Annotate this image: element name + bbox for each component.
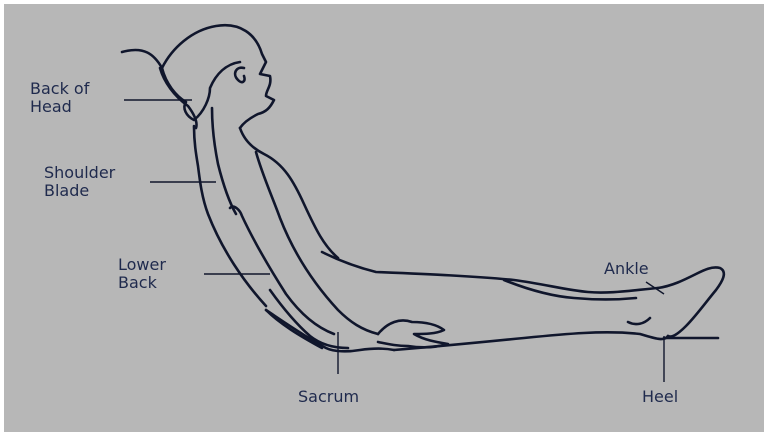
label-heel: Heel [642,388,678,406]
label-back-of-head-line2: Head [30,98,89,116]
foot [658,267,724,336]
ankle-bone [628,318,650,324]
hair-outline [162,62,240,120]
body-outline [122,25,724,351]
label-shoulder-blade-line2: Blade [44,182,115,200]
label-back-of-head-line1: Back of [30,80,89,98]
label-ankle: Ankle [604,260,649,278]
diagram-panel: Back of Head Shoulder Blade Lower Back S… [4,4,764,432]
arm-front-contour [256,152,378,334]
label-sacrum: Sacrum [298,388,359,406]
ear [235,68,244,82]
hand [378,321,448,348]
label-lower-back: Lower Back [118,256,166,292]
label-back-of-head: Back of Head [30,80,89,116]
arm-back-contour [212,108,236,214]
label-shoulder-blade-line1: Shoulder [44,164,115,182]
label-lower-back-line2: Back [118,274,166,292]
label-lower-back-line1: Lower [118,256,166,274]
reclining-figure-drawing [4,4,764,432]
head-outline [122,25,274,128]
label-shoulder-blade: Shoulder Blade [44,164,115,200]
